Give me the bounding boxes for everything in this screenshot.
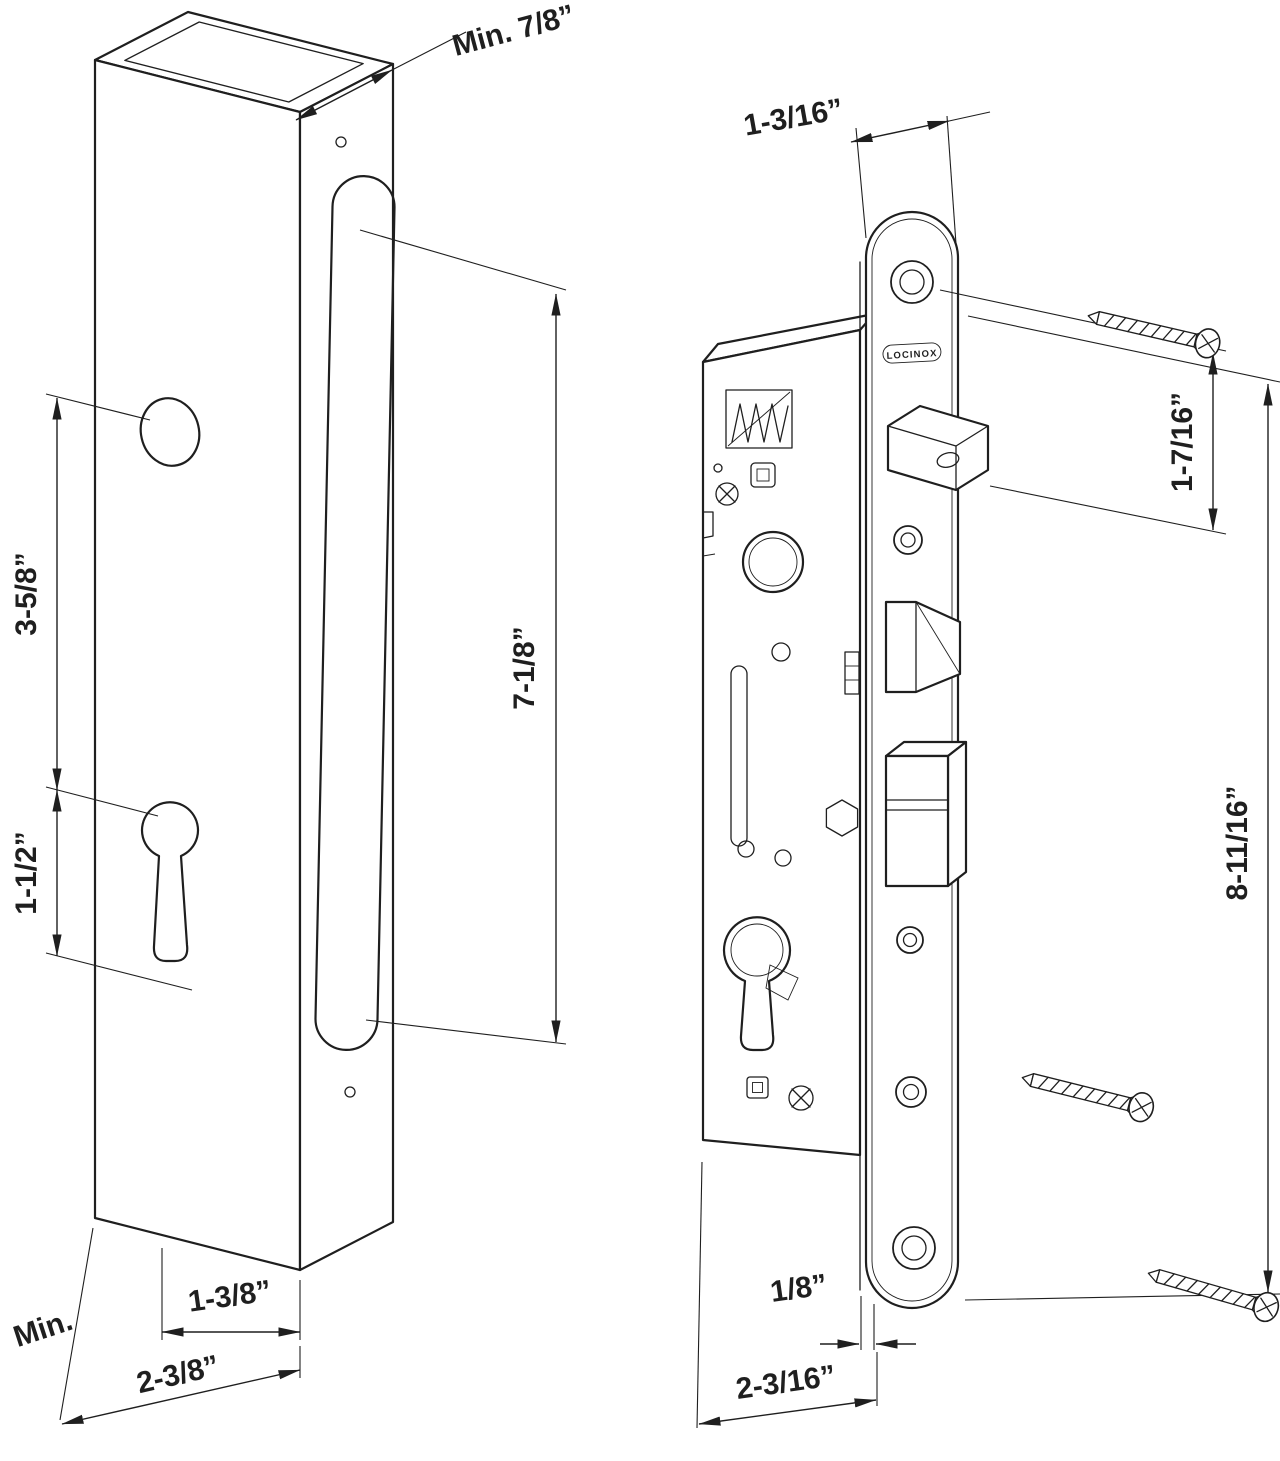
brand-plate: LOCINOX (882, 342, 942, 364)
screw-hole-top (335, 136, 347, 148)
tube-outer-width-label: 2-3/8” (134, 1349, 223, 1400)
cylinder-offset-label: 1-1/2” (10, 831, 43, 914)
case-screw-top (715, 482, 739, 506)
cylinder-cam (765, 964, 799, 1001)
min-depth-label: Min. 7/8” (449, 0, 578, 63)
lock-slot-cutout (314, 174, 396, 1052)
dim-cylinder-offset: 1-1/2” (10, 789, 193, 991)
dim-latch-offset: 1-7/16” (939, 289, 1227, 535)
follower-box (725, 389, 793, 449)
dim-faceplate-thickness: 1/8” (768, 1268, 916, 1350)
deadbolt (884, 740, 968, 888)
tube-post (93, 10, 396, 1272)
faceplate-width-label: 1-3/16” (741, 93, 845, 143)
tube-inner-width-label: 1-3/8” (186, 1274, 273, 1318)
mounting-screw-top (1084, 300, 1224, 361)
case-screw-bottom (788, 1085, 814, 1111)
faceplate-hole-upper (893, 525, 923, 555)
dim-hole-spacing: 3-5/8” (10, 393, 159, 817)
dim-faceplate-width: 1-3/16” (741, 93, 991, 245)
dim-slot-height: 7-1/8” (359, 229, 567, 1045)
brand-label: LOCINOX (886, 348, 937, 362)
lock-case (701, 312, 876, 1157)
screw-hole-bottom (344, 1086, 356, 1098)
faceplate-hole-top (890, 260, 934, 304)
mounting-screw-bottom (1143, 1258, 1280, 1326)
faceplate-thickness-label: 1/8” (768, 1268, 829, 1309)
hex-nut (825, 799, 859, 837)
cylinder-cutout (722, 916, 792, 1052)
mounting-screw-middle (1017, 1062, 1158, 1125)
tube-front-face (93, 58, 302, 1272)
lock-case-front-face (701, 328, 862, 1157)
faceplate-height-label: 8-11/16” (1221, 785, 1254, 900)
latch-bolt (884, 600, 962, 694)
euro-cylinder-keyhole (140, 801, 200, 963)
dim-faceplate-height: 8-11/16” (964, 315, 1280, 1301)
faceplate-hole-lower (895, 1076, 927, 1108)
slot-height-label: 7-1/8” (508, 626, 541, 709)
latch-bolt-exploded (886, 404, 990, 492)
spindle-hole (741, 530, 805, 594)
latch-offset-label: 1-7/16” (1166, 392, 1199, 492)
tube-top-opening (124, 21, 364, 103)
fixing-nut (750, 462, 776, 488)
faceplate-hole-middle (896, 926, 924, 954)
lock-depth-label: 2-3/16” (734, 1359, 838, 1406)
hole-spacing-label: 3-5/8” (10, 552, 43, 635)
handle-hole (139, 397, 201, 467)
min-prefix-label: Min. (9, 1304, 76, 1354)
spring (731, 403, 789, 443)
faceplate-hole-bottom (892, 1226, 936, 1270)
